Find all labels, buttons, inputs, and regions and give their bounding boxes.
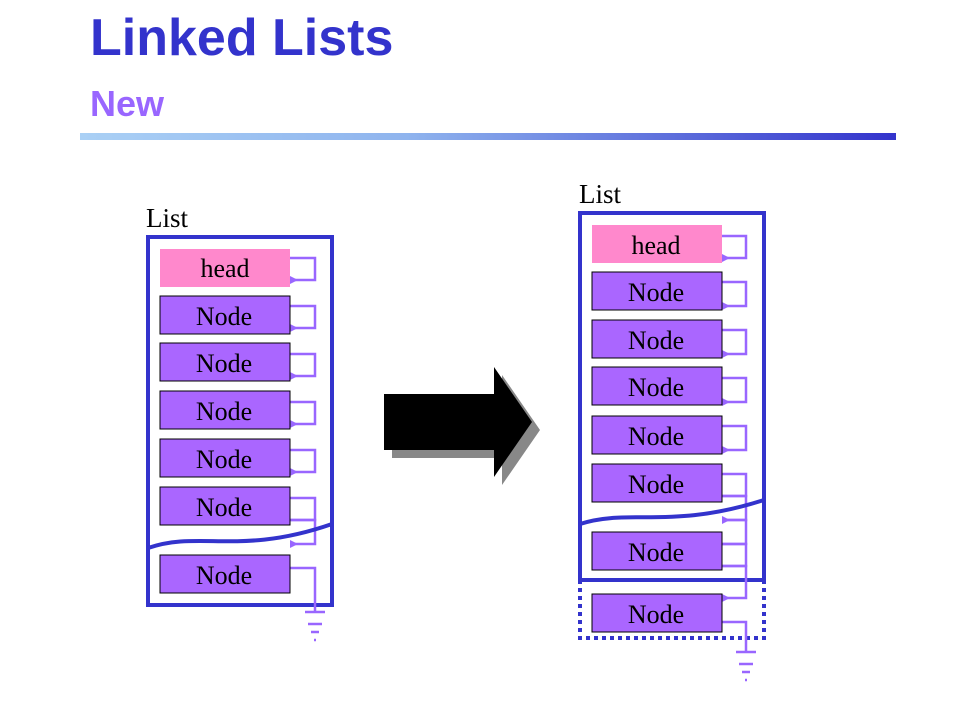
after-head-box: [592, 225, 722, 263]
after-head-label: head: [631, 231, 680, 260]
before-head-label: head: [200, 254, 249, 283]
after-node-4: [591, 415, 723, 455]
after-list-label: List: [579, 179, 622, 209]
after-node-5-label: Node: [628, 470, 684, 499]
after-node-3-label: Node: [628, 373, 684, 402]
after-node-5: [591, 463, 723, 503]
before-node-3: [159, 390, 291, 430]
before-node-2-label: Node: [196, 349, 252, 378]
after-list-break: [579, 498, 765, 526]
transform-arrow-icon: [384, 367, 540, 485]
slide-title: Linked Lists: [90, 9, 394, 67]
before-node-3-label: Node: [196, 397, 252, 426]
slide-subtitle: New: [90, 83, 165, 124]
before-node-4-label: Node: [196, 445, 252, 474]
before-node-4: [159, 438, 291, 478]
before-list: List head: [146, 203, 334, 642]
after-node-4-label: Node: [628, 422, 684, 451]
after-node-2: [591, 319, 723, 359]
after-list-border: [578, 211, 766, 582]
before-node-1-label: Node: [196, 302, 252, 331]
before-node-6: [159, 554, 291, 594]
before-pointers: [290, 256, 317, 612]
before-node-5: [159, 486, 291, 526]
after-new-node-label: Node: [628, 600, 684, 629]
after-new-node: [591, 593, 723, 633]
after-node-2-label: Node: [628, 326, 684, 355]
after-pointers: [722, 234, 748, 652]
after-node-3: [591, 366, 723, 406]
after-list: List: [578, 179, 766, 682]
before-node-1: [159, 295, 291, 335]
after-node-6: [591, 531, 723, 571]
before-null-ground-icon: [305, 610, 325, 642]
before-list-break: [147, 522, 333, 550]
before-list-border: [146, 235, 334, 607]
after-node-6-label: Node: [628, 538, 684, 567]
after-node-1: [591, 271, 723, 311]
before-node-6-label: Node: [196, 561, 252, 590]
title-divider: [80, 133, 896, 140]
before-list-label: List: [146, 203, 189, 233]
after-node-1-label: Node: [628, 278, 684, 307]
before-node-2: [159, 342, 291, 382]
after-null-ground-icon: [736, 650, 756, 682]
before-node-5-label: Node: [196, 493, 252, 522]
before-head-box: [160, 249, 290, 287]
